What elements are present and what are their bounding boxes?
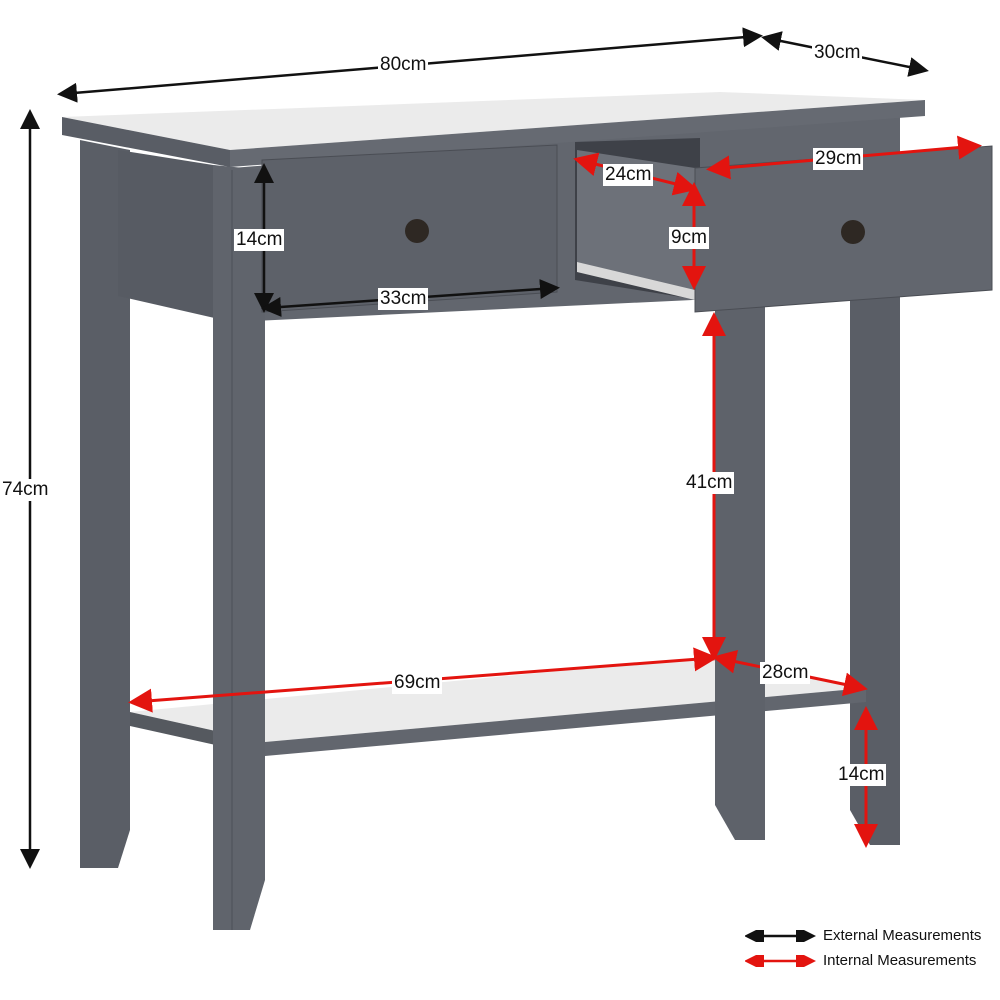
left-drawer-knob [405,219,429,243]
drawer-inner-height-label: 9cm [669,227,709,249]
tabletop-side [62,117,230,167]
legend-internal-label: Internal Measurements [823,952,977,969]
drawer-width-label: 33cm [378,288,429,310]
shelf-height-label: 14cm [836,764,887,786]
drawer-inner-width-label: 29cm [813,148,864,170]
shelf-clearance-label: 41cm [684,472,735,494]
height-label: 74cm [0,479,51,501]
back-left-leg [80,140,130,868]
front-left-leg [213,165,265,930]
drawer-depth-label: 24cm [603,164,654,186]
right-drawer-knob [841,220,865,244]
shelf-depth-label: 28cm [760,662,811,684]
apron-side [118,150,232,322]
depth-label: 30cm [812,42,863,64]
tabletop-front [230,100,925,167]
shelf-width-label: 69cm [392,672,443,694]
drawer-runner [577,262,695,300]
tabletop-surface [62,92,925,150]
legend-external: External Measurements [745,927,981,944]
legend-external-label: External Measurements [823,927,982,944]
width-label: 80cm [378,54,429,76]
front-right-leg [715,296,765,840]
black-arrow-icon [745,929,816,942]
legend-internal: Internal Measurements [745,952,976,969]
red-arrow-icon [745,954,816,967]
drawer-height-label: 14cm [234,229,285,251]
